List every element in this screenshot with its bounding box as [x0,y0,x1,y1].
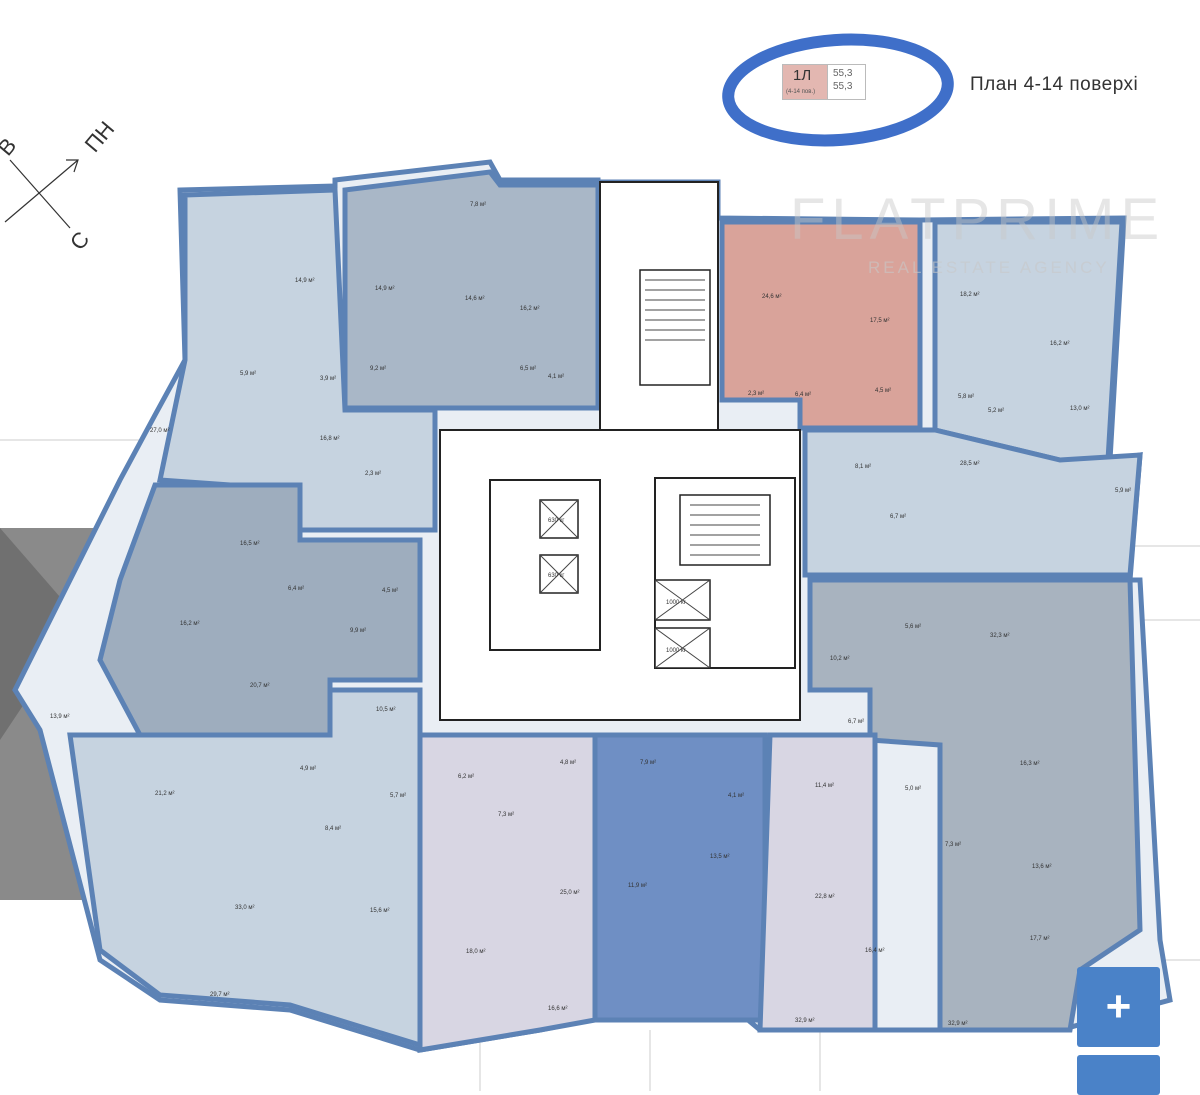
plan-title: План 4-14 поверхі [970,74,1139,95]
apartment-a5[interactable] [97,482,423,738]
room-area-label: 16,5 м² [240,541,259,547]
room-area-label: 5,8 м² [958,394,974,400]
room-area-label: 10,2 м² [830,656,849,662]
room-area-label: 5,9 м² [240,371,256,377]
room-area-label: 10,5 м² [376,707,395,713]
room-area-label: 7,3 м² [498,812,514,818]
room-area-label: 14,6 м² [465,296,484,302]
room-area-label: 4,8 м² [560,760,576,766]
room-area-label: 11,4 м² [815,783,834,789]
apartment-a11[interactable] [757,732,878,1033]
room-area-label: 22,8 м² [815,894,834,900]
room-area-label: 13,6 м² [1032,864,1051,870]
room-area-label: 5,7 м² [390,793,406,799]
terrace-area-label: 5,9 м² [1115,488,1131,494]
apartment-a10[interactable] [592,732,768,1023]
room-area-label: 32,3 м² [990,633,1009,639]
legend-floors: (4-14 пов.) [786,89,816,95]
room-area-label: 4,5 м² [382,588,398,594]
room-area-label: 9,2 м² [370,366,386,372]
terrace-area-label: 16,6 м² [548,1006,567,1012]
room-area-label: 16,8 м² [320,436,339,442]
room-area-label: 33,0 м² [235,905,254,911]
zoom-in-button[interactable]: + [1077,967,1160,1047]
room-area-label: 18,0 м² [466,949,485,955]
elevator-4-label: 1000 кг [666,648,687,654]
room-area-label: 6,7 м² [848,719,864,725]
apartment-legend[interactable]: 1Л (4-14 пов.) 55,3 55,3 [782,64,866,100]
central-corridor [439,429,801,721]
room-area-label: 14,9 м² [375,286,394,292]
room-area-label: 5,6 м² [905,624,921,630]
room-area-label: 14,9 м² [295,278,314,284]
watermark-logo: FLATPRIME [790,187,1166,252]
room-area-label: 13,5 м² [710,854,729,860]
room-area-label: 4,1 м² [728,793,744,799]
room-area-label: 11,9 м² [628,883,647,889]
room-area-label: 3,9 м² [320,376,336,382]
room-area-label: 18,2 м² [960,292,979,298]
room-area-label: 6,2 м² [458,774,474,780]
terrace-area-label: 32,9 м² [948,1021,967,1027]
room-area-label: 17,7 м² [1030,936,1049,942]
apartment-a6[interactable] [802,427,1143,578]
room-area-label: 8,1 м² [855,464,871,470]
room-area-label: 9,9 м² [350,628,366,634]
legend-area-living: 55,3 [833,81,853,92]
room-area-label: 24,6 м² [762,294,781,300]
room-area-label: 6,7 м² [890,514,906,520]
elevator-block-right [654,477,796,669]
terrace-area-label: 7,8 м² [470,202,486,208]
compass [4,159,79,229]
terrace-area-label: 29,7 м² [210,992,229,998]
room-area-label: 7,3 м² [945,842,961,848]
room-area-label: 7,9 м² [640,760,656,766]
room-area-label: 20,7 м² [250,683,269,689]
apartment-a2[interactable] [342,169,601,411]
room-area-label: 5,2 м² [988,408,1004,414]
room-area-label: 8,4 м² [325,826,341,832]
room-area-label: 4,9 м² [300,766,316,772]
room-area-label: 17,5 м² [870,318,889,324]
room-area-label: 15,6 м² [370,908,389,914]
elevator-3-label: 1000 кг [666,600,687,606]
apartment-a8[interactable] [67,687,423,1049]
room-area-label: 2,3 м² [748,391,764,397]
room-area-label: 16,3 м² [1020,761,1039,767]
staircase-center [679,494,771,566]
elevator-2-label: 630 кг [548,573,565,579]
room-area-label: 16,2 м² [180,621,199,627]
watermark-subtitle: REAL ESTATE AGENCY [868,258,1110,277]
room-area-label: 21,2 м² [155,791,174,797]
room-area-label: 6,5 м² [520,366,536,372]
terrace-area-label: 13,9 м² [50,714,69,720]
apartment-a9[interactable] [417,732,598,1053]
room-area-label: 4,5 м² [875,388,891,394]
zoom-out-button[interactable] [1077,1055,1160,1095]
legend-code: 1Л [793,67,812,84]
apartment-a1[interactable] [156,187,438,533]
staircase-north [599,181,719,431]
room-area-label: 13,0 м² [1070,406,1089,412]
room-area-label: 28,5 м² [960,461,979,467]
room-area-label: 6,4 м² [288,586,304,592]
legend-highlight-circle [722,33,954,147]
room-area-label: 5,0 м² [905,786,921,792]
room-area-label: 16,4 м² [865,948,884,954]
room-area-label: 2,3 м² [365,471,381,477]
room-area-label: 16,2 м² [520,306,539,312]
terrace-area-label: 27,0 м² [150,428,169,434]
legend-area-total: 55,3 [833,68,853,79]
legend-swatch: 1Л (4-14 пов.) [783,65,828,99]
room-area-label: 4,1 м² [548,374,564,380]
room-area-label: 6,4 м² [795,392,811,398]
room-area-label: 16,2 м² [1050,341,1069,347]
apartment-a3[interactable] [719,219,923,431]
elevator-block-left [489,479,601,651]
terrace-area-label: 32,9 м² [795,1018,814,1024]
elevator-1-label: 630 кг [548,518,565,524]
room-area-label: 25,0 м² [560,890,579,896]
apartment-a7[interactable] [807,577,1143,1033]
